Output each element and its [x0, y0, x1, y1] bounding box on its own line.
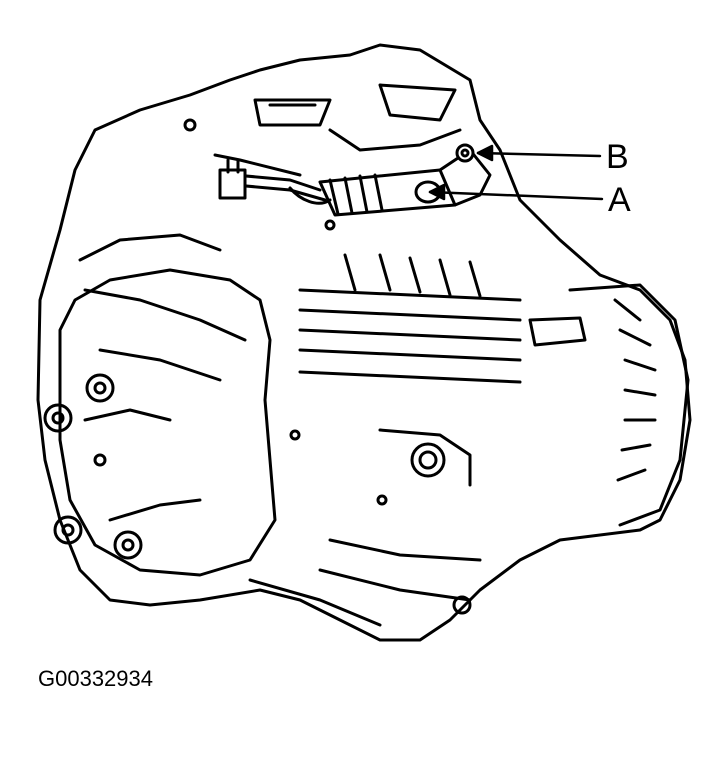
case-ribs	[298, 253, 522, 384]
callout-label-a: A	[608, 181, 631, 219]
callout-arrow-b	[476, 144, 602, 162]
lower-case	[248, 428, 482, 627]
hydraulic-line	[218, 158, 332, 205]
callout-label-b: B	[606, 138, 629, 176]
mount-boss	[85, 373, 115, 403]
bell-housing	[58, 268, 277, 577]
mount-boss	[43, 403, 73, 433]
callout-arrow-a	[428, 183, 604, 201]
end-cover	[528, 283, 690, 527]
housing-outline	[36, 43, 692, 642]
bleeder-valve	[455, 143, 475, 163]
mount-boss	[53, 515, 83, 545]
mount-boss	[113, 530, 143, 560]
figure-id: G00332934	[38, 666, 153, 691]
